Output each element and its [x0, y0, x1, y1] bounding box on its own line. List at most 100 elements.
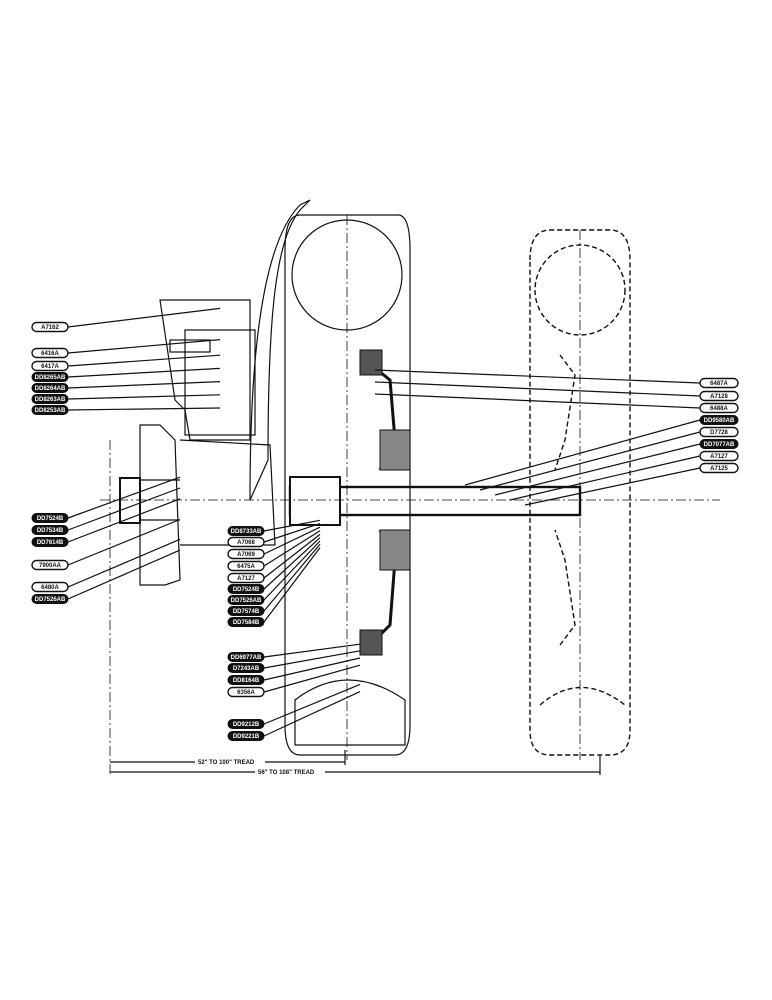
part-callout	[227, 617, 265, 627]
part-callout	[227, 548, 265, 560]
part-callout	[699, 439, 739, 449]
part-number: DD8264AB	[35, 386, 66, 392]
part-callout	[31, 594, 69, 604]
part-number: DD8253AB	[35, 408, 66, 414]
part-number: DD7614B	[37, 540, 64, 546]
leader-line	[67, 339, 221, 354]
axle-collar	[289, 476, 341, 526]
part-number: DD8733AB	[231, 529, 262, 535]
leader-line	[524, 467, 701, 506]
part-callout	[227, 686, 265, 698]
part-number: 6487A	[710, 381, 728, 387]
part-callouts: A71626416A6417ADD8265ABDD8264ABDD8263ABD…	[31, 307, 739, 741]
leader-line	[374, 393, 701, 409]
wheel-hub-section	[379, 429, 411, 471]
leader-line	[494, 443, 701, 496]
leader-line	[263, 683, 361, 725]
part-number: 6475A	[237, 564, 255, 570]
part-number: DD7077AB	[704, 442, 735, 448]
part-number: 7900AA	[39, 563, 62, 569]
leader-line	[374, 369, 701, 384]
part-number: DD8263AB	[35, 397, 66, 403]
part-number: A7128	[710, 394, 728, 400]
part-callout	[699, 415, 739, 425]
part-number: A7125	[710, 466, 728, 472]
part-number: DD7584B	[233, 620, 260, 626]
leader-line	[263, 543, 321, 612]
part-number: DD7526AB	[231, 598, 262, 604]
leader-line	[263, 643, 361, 658]
part-callout	[227, 652, 265, 662]
leader-line	[67, 381, 221, 389]
leader-line	[263, 540, 321, 601]
leader-line	[263, 537, 321, 590]
leader-line	[464, 419, 701, 486]
part-number: A7127	[237, 576, 255, 582]
part-callout	[31, 513, 69, 523]
hub-disc	[139, 424, 181, 586]
leader-line	[67, 487, 181, 531]
part-callout	[227, 572, 265, 584]
part-callout	[227, 536, 265, 548]
leader-line	[263, 650, 361, 669]
wheel-hub-section	[379, 529, 411, 571]
leader-line	[67, 498, 181, 543]
part-callout	[227, 560, 265, 572]
leader-line	[67, 354, 221, 367]
part-callout	[699, 390, 739, 402]
part-callout	[31, 405, 69, 415]
leader-line	[263, 523, 321, 543]
brake-top	[169, 339, 211, 353]
part-callout	[31, 360, 69, 372]
part-number: D7243AB	[233, 666, 260, 672]
part-callout	[699, 402, 739, 414]
part-callout	[699, 426, 739, 438]
leader-line	[67, 407, 221, 411]
part-callout	[227, 526, 265, 536]
outer-tread-dimension: 56" TO 108" TREAD	[258, 770, 315, 776]
part-number: D7728	[710, 430, 728, 436]
rim-clamp	[359, 629, 383, 656]
leader-line	[67, 549, 181, 600]
part-number: DD9212B	[233, 722, 260, 728]
part-number: DD7524B	[233, 587, 260, 593]
part-number: DD8164B	[233, 678, 260, 684]
part-number: A7162	[41, 325, 59, 331]
part-number: A7127	[710, 454, 728, 460]
part-number: DD7534B	[37, 528, 64, 534]
right-wheel-rim	[554, 354, 576, 646]
part-callout	[227, 606, 265, 616]
leader-line	[263, 533, 321, 579]
part-callout	[31, 383, 69, 393]
axle-housing	[159, 299, 251, 441]
right-tire-outline	[529, 229, 631, 756]
part-callout	[31, 559, 69, 571]
part-number: DD9221B	[233, 734, 260, 740]
part-callout	[227, 584, 265, 594]
leader-line	[67, 394, 221, 400]
part-callout	[31, 581, 69, 593]
part-callout	[31, 321, 69, 333]
part-callout	[227, 675, 265, 685]
part-number: 6417A	[41, 364, 59, 370]
leader-line	[509, 455, 701, 501]
part-callout	[699, 450, 739, 462]
leader-line	[263, 530, 321, 567]
part-number: DD7524B	[37, 516, 64, 522]
leader-line	[263, 664, 361, 693]
part-callout	[31, 394, 69, 404]
part-callout	[227, 719, 265, 729]
inner-tread-dimension: 52" TO 100" TREAD	[198, 760, 255, 766]
part-callout	[227, 595, 265, 605]
left-tire	[284, 214, 411, 756]
leader-line	[67, 307, 221, 328]
part-callout	[31, 537, 69, 547]
fender	[249, 199, 311, 501]
part-number: 6480A	[41, 585, 59, 591]
part-number: 6416A	[41, 351, 59, 357]
hub-flange	[179, 439, 276, 546]
part-callout	[699, 377, 739, 389]
leader-line	[67, 476, 181, 519]
part-callout	[699, 462, 739, 474]
